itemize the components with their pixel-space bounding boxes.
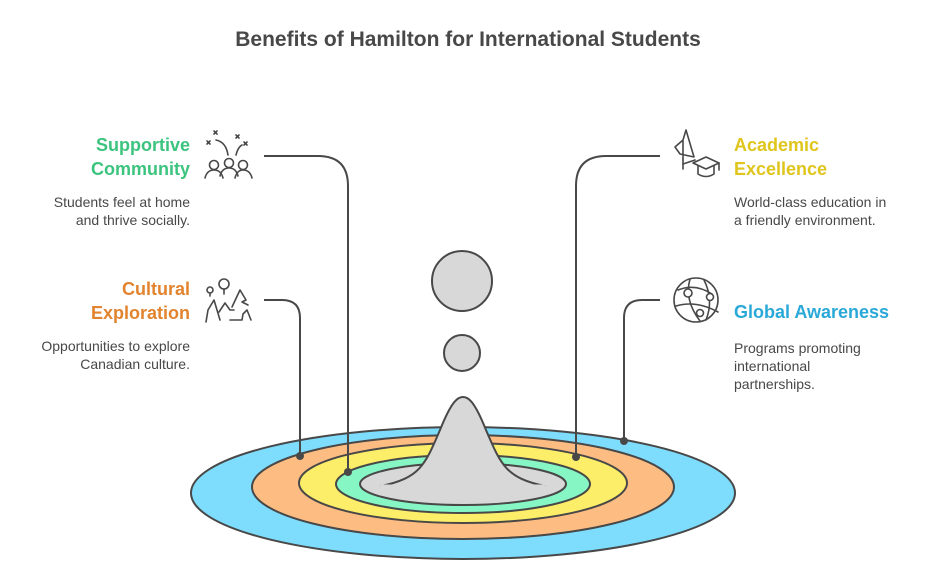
desc-global-awareness: Programs promoting international partner… <box>734 339 924 393</box>
droplet-large <box>431 250 493 312</box>
desc-line: and thrive socially. <box>75 212 190 228</box>
label-academic-excellence: Academic Excellence <box>734 133 914 181</box>
desc-line: Opportunities to explore <box>41 338 190 354</box>
connector-global-awareness <box>623 299 660 441</box>
label-line: Supportive <box>95 135 190 155</box>
desc-line: Programs promoting <box>734 340 861 356</box>
droplet-small <box>443 334 481 372</box>
water-drop-peak <box>380 395 546 487</box>
desc-line: World-class education in <box>734 194 887 210</box>
diagram-title: Benefits of Hamilton for International S… <box>235 28 701 51</box>
desc-line: Students feel at home <box>53 194 190 210</box>
connector-supportive-community <box>264 155 349 472</box>
connector-cultural-exploration <box>264 299 301 456</box>
label-supportive-community: Supportive Community <box>40 133 190 181</box>
connector-academic-excellence <box>575 155 660 457</box>
celebrating-people-icon <box>204 130 253 179</box>
label-line: Academic <box>734 135 820 155</box>
label-line: Cultural <box>121 279 190 299</box>
label-line: Global Awareness <box>734 302 890 322</box>
label-line: Community <box>91 159 190 179</box>
label-line: Excellence <box>734 159 828 179</box>
flag-graduation-cap-icon <box>674 129 720 178</box>
desc-line: partnerships. <box>734 376 815 392</box>
label-global-awareness: Global Awareness <box>734 300 934 324</box>
desc-academic-excellence: World-class education in a friendly envi… <box>734 193 924 229</box>
label-cultural-exploration: Cultural Exploration <box>40 277 190 325</box>
desc-line: Canadian culture. <box>80 356 190 372</box>
network-globe-icon <box>673 277 719 323</box>
label-line: Exploration <box>90 303 190 323</box>
desc-line: international <box>734 358 811 374</box>
people-mountains-icon <box>205 278 252 323</box>
desc-supportive-community: Students feel at home and thrive sociall… <box>20 193 190 229</box>
desc-line: a friendly environment. <box>734 212 876 228</box>
desc-cultural-exploration: Opportunities to explore Canadian cultur… <box>10 337 190 373</box>
